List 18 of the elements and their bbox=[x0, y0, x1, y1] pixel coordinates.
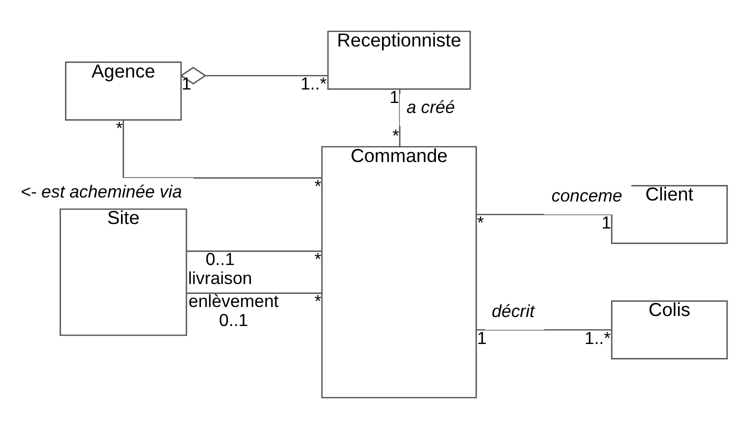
label: 1 bbox=[601, 212, 612, 232]
edge-label: <- est acheminée via bbox=[20, 180, 182, 201]
label: 0..1 bbox=[206, 248, 235, 269]
label: * bbox=[392, 125, 400, 146]
label: enlèvement bbox=[188, 290, 279, 311]
label: * bbox=[314, 175, 322, 196]
label: 1 bbox=[182, 73, 192, 94]
label: 1..* bbox=[584, 327, 611, 348]
label: * bbox=[477, 212, 484, 232]
label: * bbox=[314, 290, 322, 311]
label: * bbox=[314, 248, 322, 269]
edge-label: a créé bbox=[406, 96, 455, 117]
label: 1..* bbox=[300, 73, 327, 94]
label: 1 bbox=[477, 327, 487, 348]
label: 0..1 bbox=[219, 309, 248, 330]
label: 1 bbox=[390, 86, 400, 107]
edge-label: décrit bbox=[492, 300, 534, 320]
label: livraison bbox=[188, 267, 252, 288]
